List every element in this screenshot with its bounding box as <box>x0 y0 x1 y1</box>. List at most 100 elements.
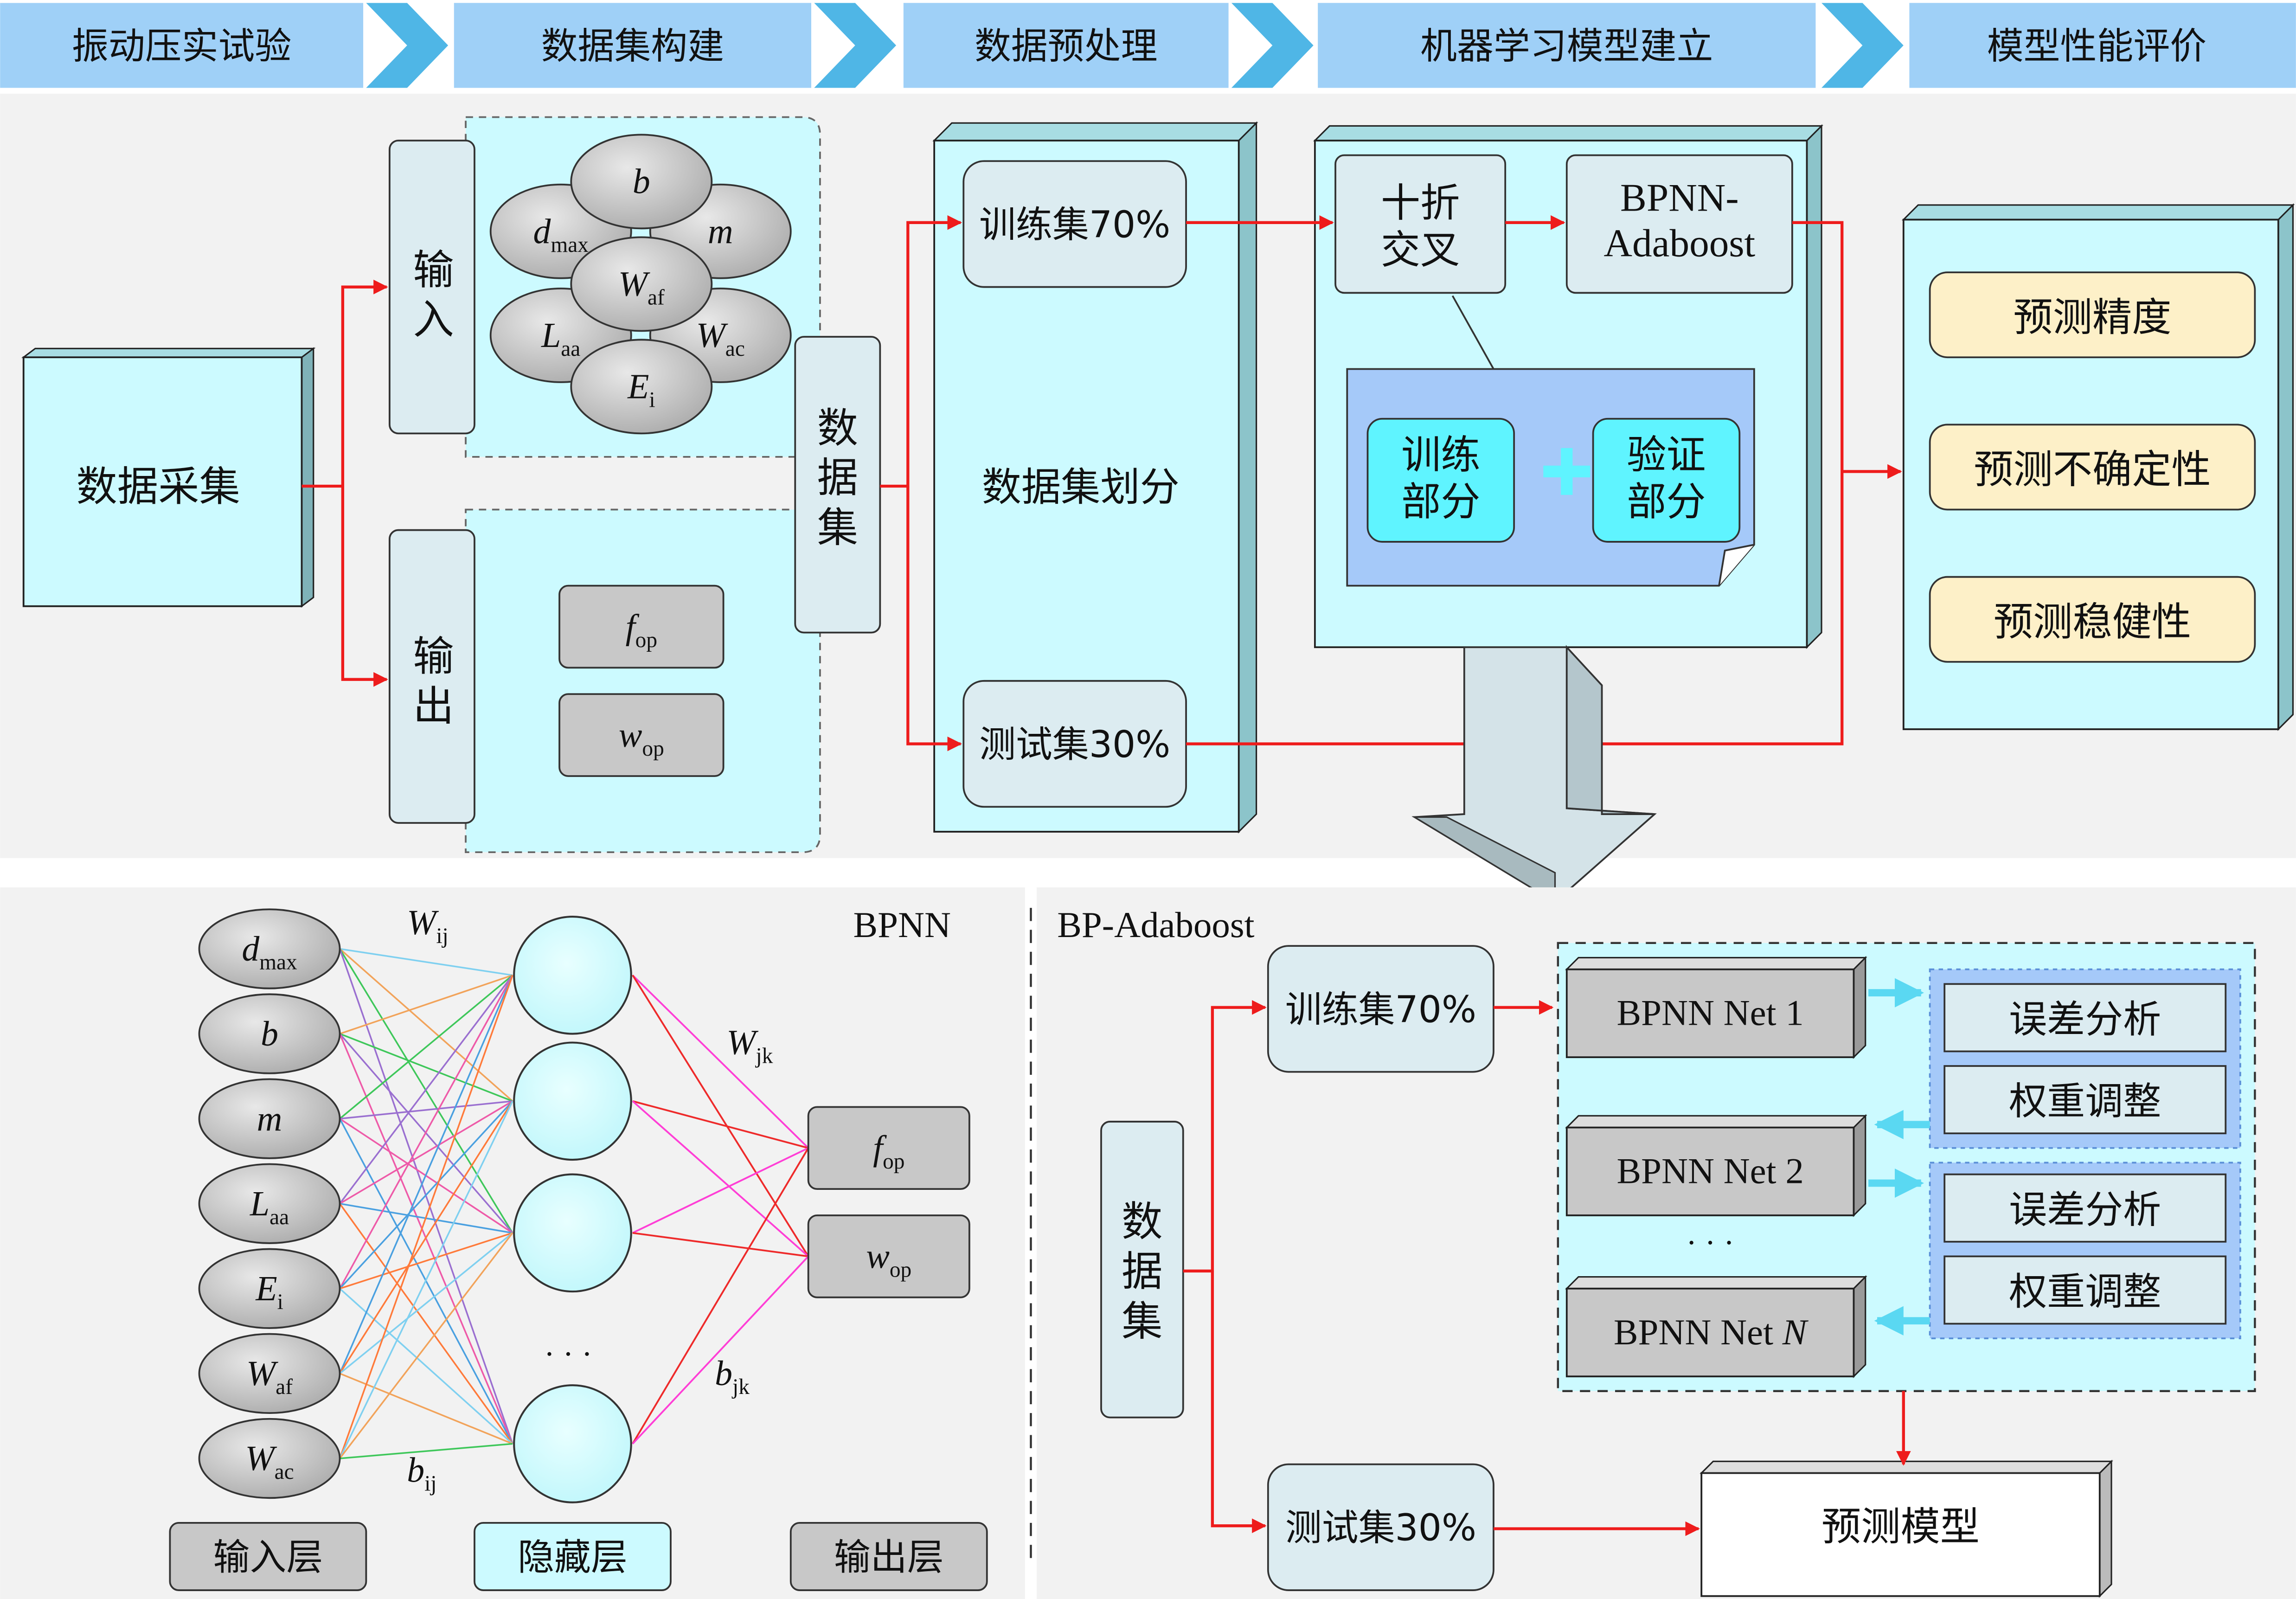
bpnn-input-6: Wac <box>198 1418 341 1499</box>
edge-hidden-output <box>632 1147 809 1234</box>
verify-part-label-1: 验证 <box>1627 432 1706 478</box>
bpnn-input-label: Laa <box>250 1184 289 1229</box>
chevron-3-icon <box>1231 3 1314 88</box>
net-label: BPNN Net 1 <box>1616 993 1803 1034</box>
edge-input-hidden <box>339 948 513 1102</box>
net-box <box>1565 968 1855 1058</box>
bpnn-input-ellipse <box>198 993 341 1074</box>
bpnn-net-3: BPNN Net N <box>1565 1275 1867 1379</box>
bpnn-input-4: Ei <box>198 1248 341 1329</box>
edge-hidden-output <box>632 974 809 1149</box>
stage-1: 振动压实试验 <box>0 3 364 88</box>
input-var-label: Ei <box>627 367 655 412</box>
edge-input-hidden <box>339 948 513 1233</box>
edge-input-hidden <box>339 1288 513 1445</box>
model-label-2: Adaboost <box>1604 221 1756 265</box>
edge-input-hidden <box>340 948 513 976</box>
net-box <box>1565 1126 1855 1216</box>
bpnn-input-ellipse <box>198 1163 341 1244</box>
evaluation-box: 预测精度 预测不确定性 预测稳健性 <box>1901 203 2295 731</box>
edge-input-hidden <box>340 1100 513 1120</box>
input-ellipse <box>570 134 713 230</box>
input-ellipse <box>570 339 713 435</box>
stage-3-label: 数据预处理 <box>975 25 1158 67</box>
edge-input-hidden <box>339 1232 513 1374</box>
error-analysis-label-1: 误差分析 <box>2009 997 2161 1041</box>
metric-label-2: 预测不确定性 <box>1974 447 2211 493</box>
output-box <box>558 584 725 669</box>
bpnn-output-box <box>807 1106 970 1190</box>
input-var-3: Waf <box>570 236 713 332</box>
net-label: BPNN Net 2 <box>1616 1151 1803 1192</box>
hidden-ellipsis: · · · <box>544 1336 592 1372</box>
ab-dataset-char-2: 据 <box>1122 1247 1162 1295</box>
metric-box-2 <box>1929 424 2256 511</box>
input-ellipse <box>570 236 713 332</box>
bpnn-title: BPNN <box>853 905 950 945</box>
edge-input-hidden <box>339 975 513 1459</box>
data-collection-box: 数据采集 <box>21 347 316 608</box>
edge-hidden-output <box>632 1232 808 1258</box>
edge-input-hidden <box>340 1443 513 1459</box>
bpnn-input-label: Ei <box>255 1269 283 1314</box>
verify-part-label-2: 部分 <box>1627 479 1706 525</box>
input-var-label: m <box>708 212 733 251</box>
bpnn-input-2: m <box>198 1078 341 1159</box>
layer-labels: 输入层 隐藏层 输出层 <box>169 1522 988 1591</box>
bpnn-input-ellipse <box>198 908 341 989</box>
input-var-6: Ei <box>570 339 713 435</box>
bpnn-net-1: BPNN Net 1 <box>1565 956 1867 1059</box>
test-set-label: 测试集30% <box>979 723 1170 766</box>
plus-icon <box>1543 448 1591 495</box>
edge-input-hidden <box>339 975 513 1204</box>
dataset-box: 数 据 集 <box>794 336 881 634</box>
layer-label-output: 输出层 <box>834 1536 944 1579</box>
bpnn-input-label: dmax <box>242 930 297 975</box>
bpnn-input-3: Laa <box>198 1163 341 1244</box>
ab-dataset-char-3: 集 <box>1122 1297 1162 1345</box>
cv-label-2: 交叉 <box>1381 227 1460 273</box>
input-label-box: 输 入 <box>388 140 475 435</box>
edge-hidden-output <box>632 1147 809 1445</box>
train-part-box <box>1366 417 1515 543</box>
ab-test-set-label: 测试集30% <box>1285 1507 1476 1549</box>
weight-adjust-box-2 <box>1943 1255 2227 1325</box>
bpnn-input-label: Wac <box>245 1439 294 1484</box>
bpnn-input-5: Waf <box>198 1333 341 1414</box>
hidden-node <box>513 1173 632 1293</box>
hidden-node <box>513 1041 632 1161</box>
edge-input-hidden <box>339 1033 513 1102</box>
edge-input-hidden <box>339 1101 513 1459</box>
ab-dataset-box: 数 据 集 <box>1100 1121 1184 1419</box>
input-label-2: 入 <box>413 296 454 344</box>
big-down-arrow-icon <box>1411 645 1657 904</box>
dataset-char-1: 数 <box>817 404 858 452</box>
edge-input-hidden <box>339 975 513 1289</box>
layer-label-hidden: 隐藏层 <box>518 1536 628 1579</box>
input-label-1: 输 <box>413 246 454 294</box>
weight-wjk-label: Wjk <box>726 1023 773 1068</box>
edge-input-hidden <box>339 948 513 1444</box>
input-var-label: Wac <box>696 316 745 361</box>
bias-bjk-label: bjk <box>715 1354 750 1399</box>
bpnn-hidden-nodes <box>513 915 632 1503</box>
weight-adjust-label-2: 权重调整 <box>2009 1270 2161 1314</box>
model-label-1: BPNN- <box>1620 176 1739 220</box>
edge-input-hidden <box>339 1100 513 1289</box>
bpnn-output-box <box>807 1214 970 1298</box>
verify-part-box <box>1592 417 1741 543</box>
input-var-0: b <box>570 134 713 230</box>
stage-5: 模型性能评价 <box>1909 3 2296 88</box>
feedback-group-1: 误差分析 权重调整 <box>1929 968 2241 1149</box>
adaboost-title: BP-Adaboost <box>1057 905 1254 945</box>
metric-label-3: 预测稳健性 <box>1994 599 2191 645</box>
net-ellipsis: · · · <box>1686 1225 1734 1261</box>
metric-box-3 <box>1929 576 2256 663</box>
edge-hidden-output <box>632 1100 809 1149</box>
bpnn-input-label: m <box>257 1099 282 1138</box>
stage-4: 机器学习模型建立 <box>1318 3 1816 88</box>
